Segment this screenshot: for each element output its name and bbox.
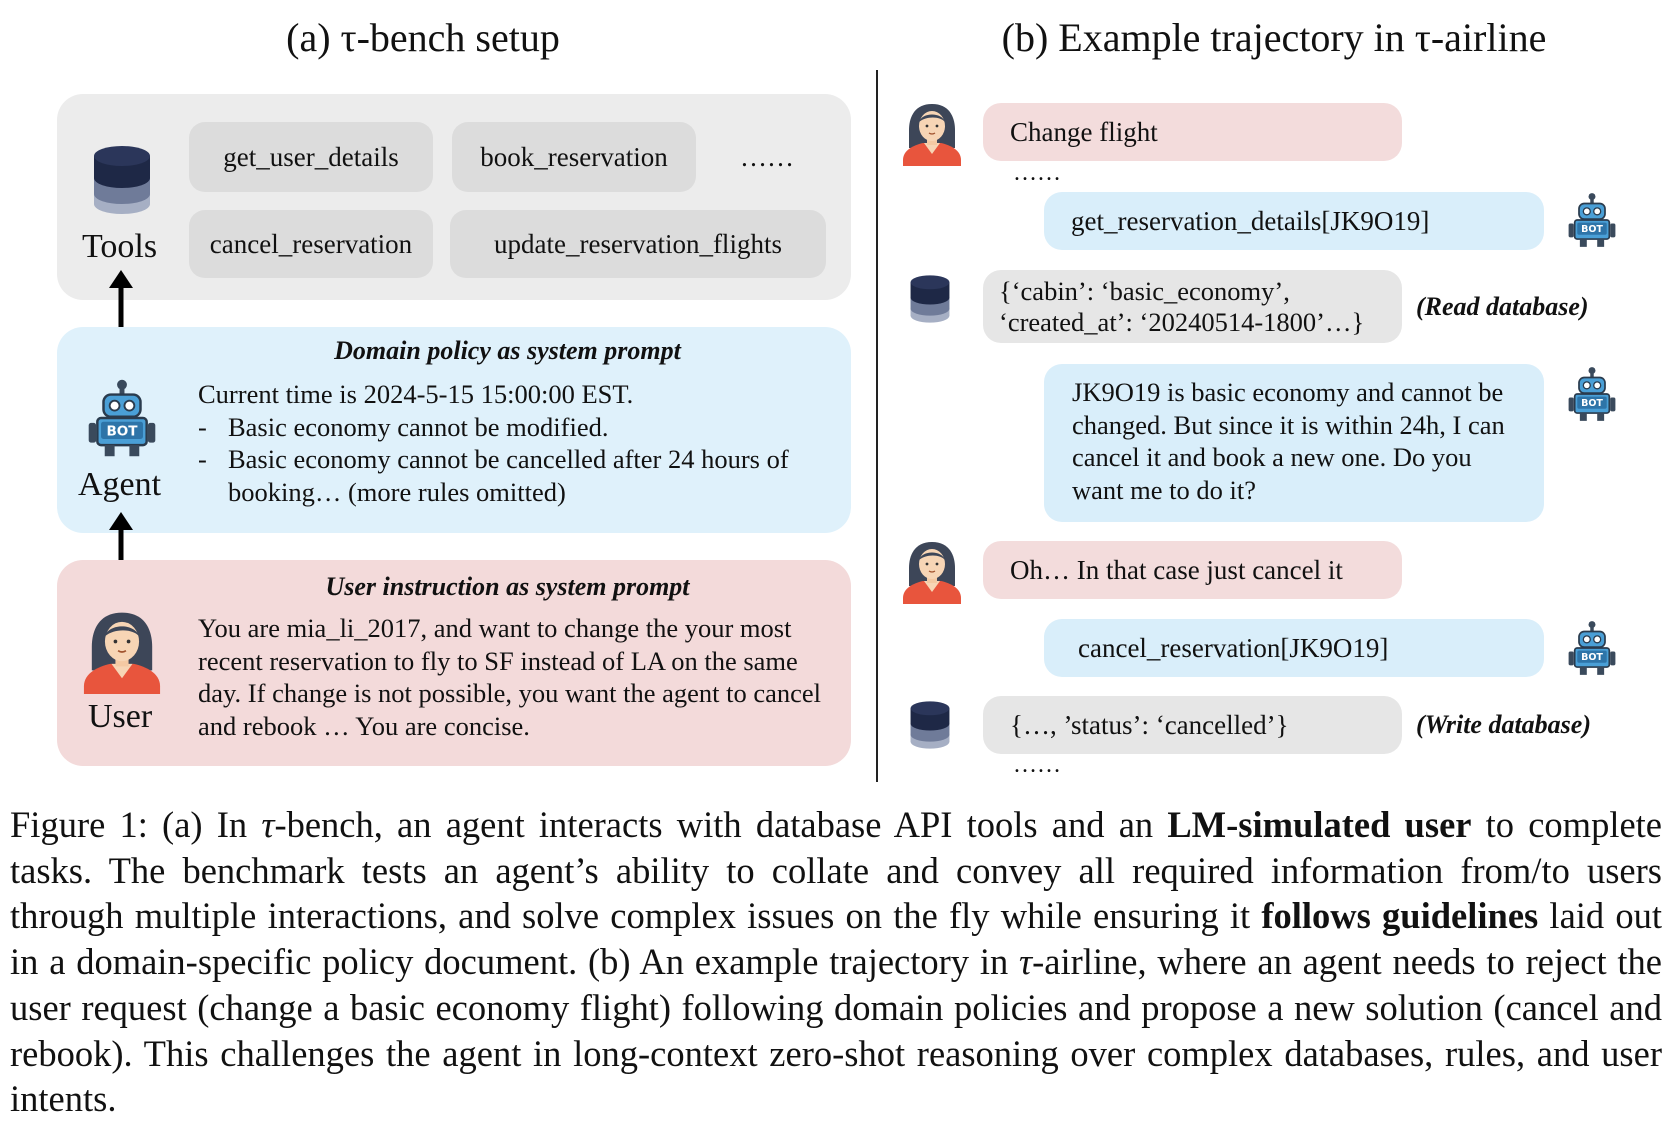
tools-ellipsis: …… [740, 142, 794, 172]
tau-symbol: τ [1019, 941, 1033, 983]
user-label: User [88, 698, 153, 735]
caption-text: laid out in a domain-specific policy doc… [10, 895, 1662, 983]
rule-text: Basic economy cannot be modified. [228, 411, 609, 442]
agent-message-bubble: JK9O19 is basic economy and cannot be ch… [1044, 364, 1544, 522]
left-panel-title: (a) τ-bench setup [286, 15, 560, 60]
user-instruction-text: You are mia_li_2017, and want to change … [198, 613, 822, 741]
tau-symbol: τ [261, 804, 275, 845]
user-instruction-box [57, 560, 851, 766]
caption-text: Figure 1: (a) In [10, 804, 262, 845]
database-icon [909, 700, 951, 750]
ellipsis: …… [1013, 160, 1061, 186]
panel-divider [876, 70, 878, 782]
policy-rule: - Basic economy cannot be cancelled afte… [198, 443, 838, 508]
ellipsis: …… [1013, 752, 1061, 778]
agent-policy-box [57, 327, 851, 533]
tool-update-reservation-flights: update_reservation_flights [450, 210, 826, 278]
caption-bold-text: LM-simulated user [1167, 804, 1472, 845]
rule-dash: - [198, 411, 207, 442]
robot-icon [85, 378, 159, 458]
tool-book-reservation: book_reservation [452, 122, 696, 192]
tools-label: Tools [82, 228, 158, 265]
database-icon [909, 274, 951, 324]
agent-tool-call-bubble: cancel_reservation[JK9O19] [1044, 619, 1544, 677]
user-avatar-icon [900, 102, 964, 166]
tool-cancel-reservation: cancel_reservation [189, 210, 433, 278]
read-database-note: (Read database) [1416, 292, 1589, 321]
figure-caption: Figure 1: (a) In τ-bench, an agent inter… [10, 802, 1662, 1122]
user-message-bubble: Change flight [983, 103, 1402, 161]
user-avatar-icon [80, 610, 164, 694]
caption-bold-text: follows guidelines [1261, 895, 1539, 937]
agent-box-heading: Domain policy as system prompt [334, 336, 681, 365]
database-icon [92, 144, 152, 216]
rule-text: Basic economy cannot be cancelled after … [228, 444, 789, 507]
agent-policy-text: Current time is 2024-5-15 15:00:00 EST. … [198, 378, 838, 508]
robot-icon [1566, 620, 1618, 676]
caption-text: to complete tasks. The benchmark tests a… [10, 804, 1663, 937]
user-avatar-icon [900, 540, 964, 604]
right-panel-title: (b) Example trajectory in τ-airline [1001, 15, 1547, 60]
database-result-bubble: {‘cabin’: ‘basic_economy’, ‘created_at’:… [983, 270, 1402, 343]
agent-tool-call-bubble: get_reservation_details[JK9O19] [1044, 192, 1544, 250]
caption-text: -airline, where an agent needs to reject… [10, 941, 1662, 1120]
database-result-bubble: {…, ’status’: ‘cancelled’} [983, 696, 1402, 754]
tool-get-user-details: get_user_details [189, 122, 433, 192]
write-database-note: (Write database) [1416, 710, 1591, 739]
policy-rule: - Basic economy cannot be modified. [198, 411, 838, 444]
rule-dash: - [198, 444, 207, 474]
user-message-bubble: Oh… In that case just cancel it [983, 541, 1402, 599]
caption-text: -bench, an agent interacts with database… [274, 804, 1168, 845]
agent-label: Agent [78, 466, 162, 503]
robot-icon [1566, 192, 1618, 248]
current-time-line: Current time is 2024-5-15 15:00:00 EST. [198, 379, 634, 409]
robot-icon [1566, 366, 1618, 422]
user-box-heading: User instruction as system prompt [325, 572, 690, 601]
